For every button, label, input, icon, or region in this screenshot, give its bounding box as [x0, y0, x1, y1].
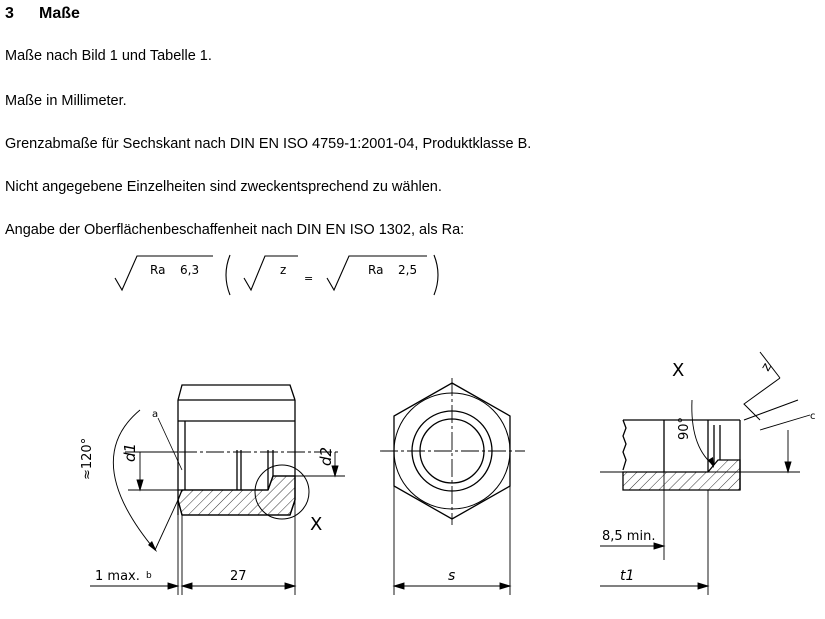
dim-max-label: 1 max.	[95, 569, 140, 584]
dim-s-label: s	[448, 568, 455, 584]
section-title: Maße	[39, 5, 80, 22]
roughness-symbol-alt-icon	[326, 255, 427, 292]
paren-left-icon	[225, 254, 231, 296]
paragraph-dimensions-ref: Maße nach Bild 1 und Tabelle 1.	[5, 48, 212, 64]
dim-d1-label: d1	[121, 443, 139, 462]
roughness-notation: Ra 6,3 z = Ra 2,5	[114, 254, 439, 296]
dim-t1-label: t1	[620, 568, 634, 584]
section-number: 3	[5, 5, 14, 22]
roughness-equals: =	[304, 272, 313, 285]
roughness-symbol-main-icon	[114, 255, 213, 292]
roughness-main-value: 6,3	[180, 263, 199, 277]
angle-90-label: 90°	[677, 417, 692, 440]
side-view: d1 d2 ≈120° a X 1 max. b	[80, 384, 345, 595]
paragraph-units: Maße in Millimeter.	[5, 93, 127, 109]
detail-z-label: z	[758, 360, 774, 374]
dim-d2-label: d2	[317, 447, 335, 466]
technical-drawing: d1 d2 ≈120° a X 1 max. b	[80, 351, 816, 595]
section-heading: 3 Maße	[5, 4, 80, 24]
detail-title: X	[672, 360, 684, 381]
paragraph-details: Nicht angegebene Einzelheiten sind zweck…	[5, 179, 442, 195]
dim-min-label: 8,5 min.	[602, 529, 655, 544]
paragraph-tolerances: Grenzabmaße für Sechskant nach DIN EN IS…	[5, 136, 532, 152]
note-b-label: b	[146, 571, 152, 581]
angle-120-label: ≈120°	[80, 438, 95, 480]
paren-right-icon	[433, 254, 439, 296]
detail-view: X 90° z c	[600, 351, 816, 595]
note-c-label: c	[810, 411, 816, 422]
roughness-alt-label: Ra	[368, 263, 383, 277]
top-view: s	[380, 378, 525, 595]
note-a-label: a	[152, 409, 158, 420]
roughness-z-label: z	[280, 263, 286, 277]
paragraph-surface: Angabe der Oberflächenbeschaffenheit nac…	[5, 222, 465, 238]
dim-length-label: 27	[230, 569, 247, 584]
roughness-alt-value: 2,5	[398, 263, 417, 277]
roughness-symbol-z-icon	[243, 255, 298, 292]
detail-ref-label: X	[310, 514, 322, 535]
roughness-main-label: Ra	[150, 263, 165, 277]
